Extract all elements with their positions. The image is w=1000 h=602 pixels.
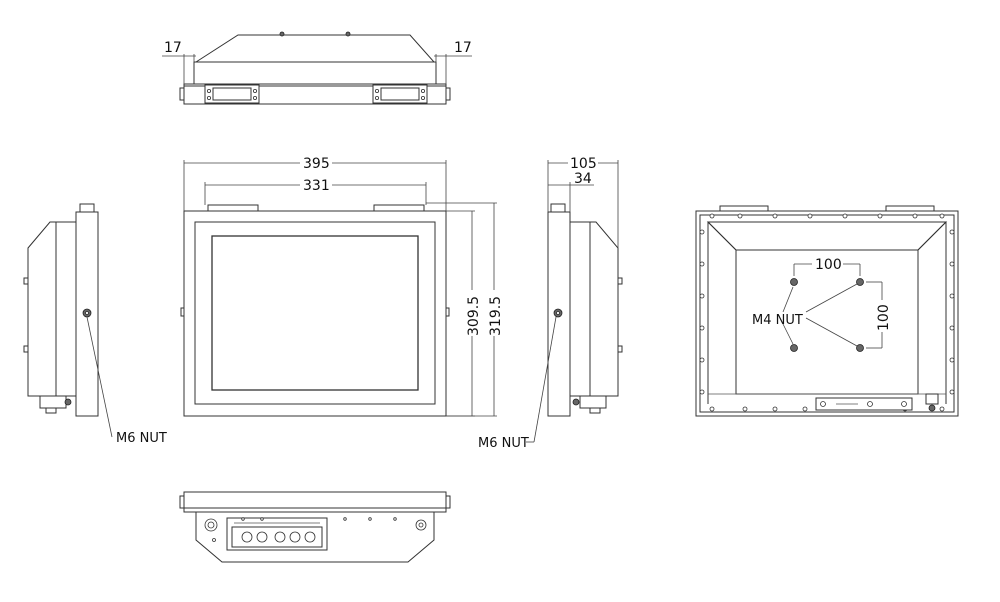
dim-top-right-offset: 17 xyxy=(454,40,472,56)
dim-overall-width: 395 xyxy=(303,156,330,172)
left-side-view: M6 NUT xyxy=(23,203,167,446)
rear-view: 100 100 M4 NUT xyxy=(695,205,959,417)
front-view: 395 331 309.5 319.5 xyxy=(180,156,504,417)
dim-side-depth: 105 xyxy=(570,156,597,172)
top-view: 17 17 xyxy=(162,31,472,105)
left-nut-callout: M6 NUT xyxy=(116,431,167,446)
right-nut-callout: M6 NUT xyxy=(478,436,529,451)
bottom-view xyxy=(179,491,451,563)
right-side-view: 105 34 M6 NUT xyxy=(478,156,623,451)
dim-bezel-width: 331 xyxy=(303,178,330,194)
dim-inner-height: 309.5 xyxy=(466,296,482,336)
dim-vesa-horizontal: 100 xyxy=(815,257,842,273)
dim-vesa-vertical: 100 xyxy=(876,304,892,331)
dim-overall-height: 319.5 xyxy=(488,296,504,336)
dim-side-flange: 34 xyxy=(574,171,592,187)
rear-nut-callout: M4 NUT xyxy=(752,313,803,328)
rear-screws xyxy=(699,213,955,412)
dim-top-left-offset: 17 xyxy=(164,40,182,56)
